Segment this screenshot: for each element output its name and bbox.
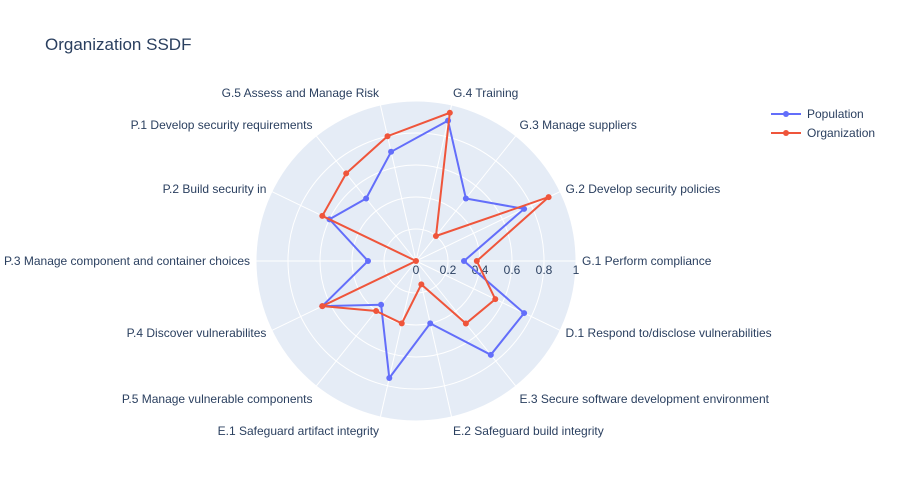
category-label: E.2 Safeguard build integrity bbox=[453, 424, 604, 438]
category-label: G.2 Develop security policies bbox=[566, 182, 721, 196]
legend-label: Organization bbox=[807, 126, 875, 140]
data-point[interactable] bbox=[432, 232, 439, 239]
data-point[interactable] bbox=[343, 170, 350, 177]
legend-marker bbox=[783, 111, 789, 117]
category-labels: G.1 Perform compliance G.2 Develop securi… bbox=[4, 86, 772, 438]
data-point[interactable] bbox=[473, 258, 480, 264]
category-label: G.3 Manage suppliers bbox=[519, 118, 636, 132]
data-point[interactable] bbox=[363, 195, 370, 202]
legend-item[interactable]: Organization bbox=[771, 126, 875, 140]
spoke-10 bbox=[379, 260, 417, 418]
data-point[interactable] bbox=[413, 258, 419, 264]
category-label: G.4 Training bbox=[453, 86, 518, 100]
chart-title: Organization SSDF bbox=[45, 35, 191, 54]
category-label: G.5 Assess and Manage Risk bbox=[222, 86, 380, 100]
radial-tick-label: 0.2 bbox=[440, 263, 457, 277]
radial-tick-label: 0 bbox=[413, 263, 420, 277]
category-label: D.1 Respond to/disclose vulnerabilities bbox=[566, 326, 772, 340]
data-point[interactable] bbox=[487, 351, 494, 358]
spoke-3 bbox=[415, 104, 453, 262]
spoke-13 bbox=[415, 260, 561, 331]
data-point[interactable] bbox=[398, 320, 405, 327]
data-point[interactable] bbox=[521, 310, 528, 317]
category-label: P.5 Manage vulnerable components bbox=[122, 392, 313, 406]
category-label: P.3 Manage component and container choic… bbox=[4, 254, 250, 268]
series-layer bbox=[318, 109, 552, 381]
category-label: E.1 Safeguard artifact integrity bbox=[218, 424, 379, 438]
data-point[interactable] bbox=[462, 320, 469, 327]
legend-label: Population bbox=[807, 107, 864, 121]
category-label: P.1 Develop security requirements bbox=[131, 118, 313, 132]
data-point[interactable] bbox=[378, 301, 385, 308]
series-1 bbox=[318, 109, 552, 327]
data-point[interactable] bbox=[388, 148, 395, 155]
data-point[interactable] bbox=[446, 109, 453, 116]
data-point[interactable] bbox=[418, 281, 425, 288]
spoke-4 bbox=[379, 104, 417, 262]
radial-tick-label: 1 bbox=[573, 263, 580, 277]
data-point[interactable] bbox=[384, 133, 391, 140]
legend-item[interactable]: Population bbox=[771, 107, 864, 121]
data-point[interactable] bbox=[319, 212, 326, 219]
spoke-9 bbox=[315, 260, 417, 387]
category-label: P.2 Build security in bbox=[163, 182, 267, 196]
data-point[interactable] bbox=[386, 374, 393, 381]
data-point[interactable] bbox=[319, 303, 326, 310]
data-point[interactable] bbox=[545, 194, 552, 201]
radial-tick-label: 0.8 bbox=[536, 263, 553, 277]
data-point[interactable] bbox=[365, 258, 371, 264]
data-point[interactable] bbox=[462, 195, 469, 202]
radial-tick-label: 0.6 bbox=[504, 263, 521, 277]
data-point[interactable] bbox=[373, 308, 380, 315]
data-point[interactable] bbox=[427, 320, 434, 327]
data-point[interactable] bbox=[461, 258, 467, 264]
spoke-1 bbox=[415, 191, 561, 262]
category-label: E.3 Secure software development environm… bbox=[519, 392, 769, 406]
legend-marker bbox=[783, 130, 789, 136]
category-label: P.4 Discover vulnerabilites bbox=[127, 326, 267, 340]
category-label: G.1 Perform compliance bbox=[582, 254, 712, 268]
data-point[interactable] bbox=[492, 296, 499, 303]
data-point[interactable] bbox=[521, 205, 528, 212]
